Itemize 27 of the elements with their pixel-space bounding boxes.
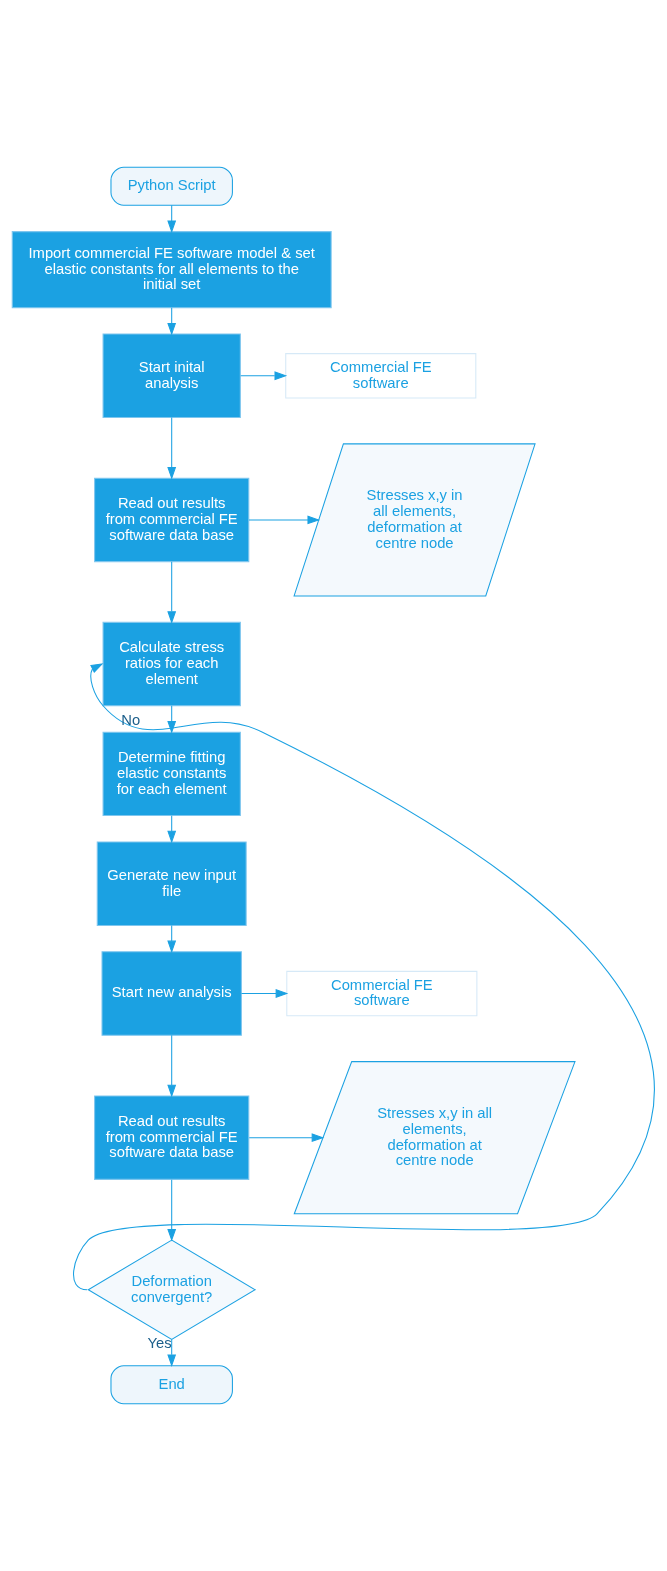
arrow [167, 815, 177, 844]
node-box: Calculate stress ratios for each element [102, 621, 241, 707]
node-box: Start new analysis [101, 951, 242, 1036]
node-box: Import commercial FE software model & set elastic constants for all elements to the initial set [11, 231, 332, 309]
arrow [167, 307, 177, 336]
arrow [240, 989, 289, 998]
arrow [248, 515, 321, 525]
node-box: Commercial FE software [285, 353, 477, 399]
arrow [167, 561, 177, 624]
node-box: Read out results from commercial FE software data base [94, 477, 250, 563]
arrow [167, 1034, 177, 1098]
node-box: Python Script [110, 166, 233, 206]
arrow [167, 204, 177, 234]
arrow [167, 924, 177, 954]
node-box: End [110, 1365, 233, 1405]
node-box: Read out results from commercial FE software data base [94, 1095, 250, 1180]
node-box: Determine fitting elastic constants for each element [102, 731, 241, 817]
arrow [167, 705, 177, 734]
arrow [73, 663, 655, 1291]
arrow [167, 1179, 177, 1242]
arrow [167, 417, 177, 480]
arrow [248, 1133, 325, 1143]
node-box: Commercial FE software [286, 970, 478, 1017]
edge-label: No [121, 711, 141, 728]
arrow [240, 371, 288, 381]
node-box: Start inital analysis [102, 333, 241, 418]
node-box: Generate new input file [96, 841, 247, 926]
